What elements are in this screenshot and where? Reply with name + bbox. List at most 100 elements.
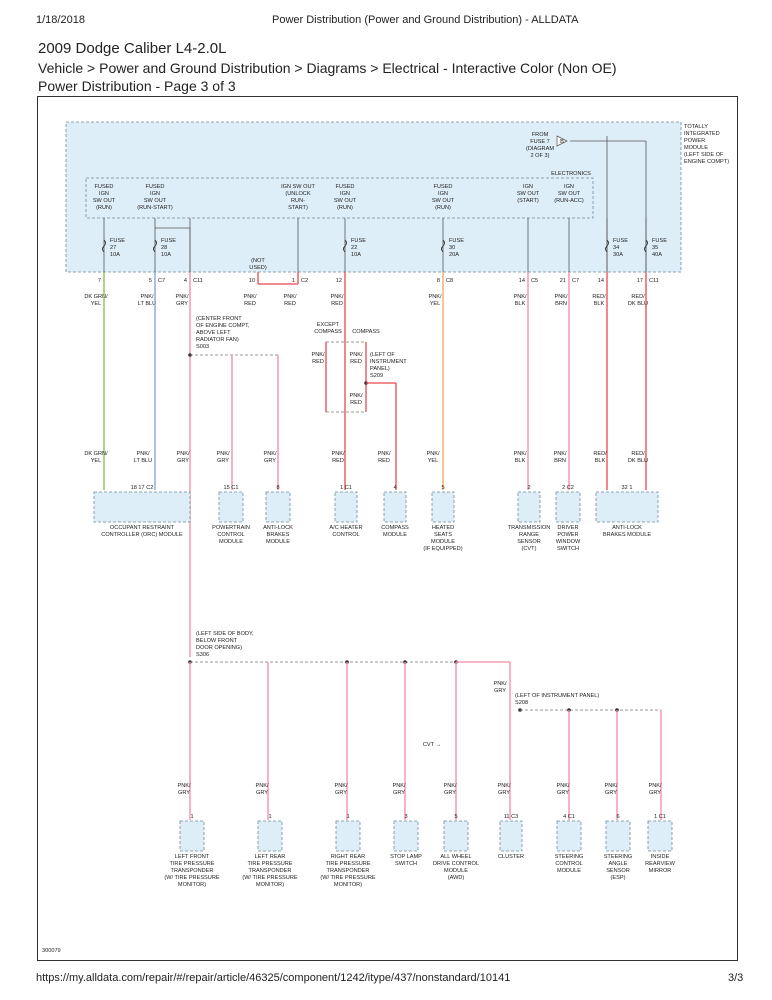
wire-color-label: BLK: [515, 301, 526, 307]
wire-color-label: RED: [284, 301, 296, 307]
wire-color-label: DK BLU: [628, 301, 648, 307]
module-name-label: SWITCH: [557, 546, 579, 552]
wire-color-label: GRY: [494, 688, 506, 694]
fuse-label: 30: [449, 245, 455, 251]
internal-label: FUSED: [336, 184, 355, 190]
module-name-label: MONITOR): [334, 882, 362, 888]
module-box-0: [93, 491, 191, 523]
wire-color-label: PNK/: [311, 352, 325, 358]
module-box-5: [431, 491, 455, 523]
module-box-6: [517, 491, 541, 523]
internal-label: FUSED: [434, 184, 453, 190]
wire-color-label: PNK/: [176, 451, 190, 457]
internal-label: (RUN): [337, 205, 353, 211]
module-name-label: (W/ TIRE PRESSURE: [164, 875, 219, 881]
module-box-r2-5: [499, 820, 523, 852]
pin-number: 14: [598, 278, 604, 284]
wire-color-label: PNK/: [255, 783, 269, 789]
pin-number: 7: [98, 278, 101, 284]
internal-label: SW OUT: [144, 198, 167, 204]
wire-color-label: PNK/: [349, 352, 363, 358]
fuse-icon: [102, 239, 106, 253]
header-title: Power Distribution (Power and Ground Dis…: [272, 14, 579, 26]
fuse-label: FUSE: [351, 238, 366, 244]
module-name-label: (ESP): [611, 875, 626, 881]
wire-color-label: GRY: [256, 790, 268, 796]
splice-s003-label: OF ENGINE COMPT,: [196, 323, 250, 329]
module-name-label: WINDOW: [556, 539, 581, 545]
module-name-label: (W/ TIRE PRESSURE: [320, 875, 375, 881]
connector-label: C11: [649, 278, 659, 284]
not-used-label: (NOT: [251, 258, 265, 264]
footer-url[interactable]: https://my.alldata.com/repair/#/repair/a…: [36, 972, 511, 984]
wire-color-label: PNK/: [283, 294, 297, 300]
wire-color-label: GRY: [335, 790, 347, 796]
electronics-box: [85, 177, 594, 219]
module-name-label: SENSOR: [517, 539, 541, 545]
fuse-label: FUSE: [161, 238, 176, 244]
fuse-icon: [441, 239, 445, 253]
vehicle-title: 2009 Dodge Caliber L4-2.0L: [38, 40, 227, 57]
module-name-label: TRANSMISSION: [508, 525, 551, 531]
except-compass-label: EXCEPT: [317, 322, 340, 328]
module-name-label: RIGHT REAR: [331, 854, 365, 860]
module-pin-label: 11 C3: [504, 814, 519, 820]
module-box-r2-2: [335, 820, 361, 852]
wire-color-label: PNK/: [334, 783, 348, 789]
wire-color-label: PNK/: [497, 783, 511, 789]
wire-color-label: GRY: [498, 790, 510, 796]
wire-color-label: RED: [244, 301, 256, 307]
connector-label: C7: [572, 278, 579, 284]
wire-color-label: PNK/: [243, 294, 257, 300]
wire-color-label: PNK/: [216, 451, 230, 457]
splice-s003-label: S003: [196, 344, 209, 350]
module-name-label: POWERTRAIN: [212, 525, 250, 531]
wire-color-label: YEL: [430, 301, 441, 307]
wire-color-label: YEL: [428, 458, 439, 464]
connector-label: C2: [301, 278, 308, 284]
module-name-label: CONTROLLER (ORC) MODULE: [101, 532, 183, 538]
module-name-label: (AWD): [448, 875, 465, 881]
module-name-label: LEFT FRONT: [175, 854, 210, 860]
wire-color-label: PNK/: [392, 783, 406, 789]
wire-color-label: DK GRN/: [84, 451, 108, 457]
module-name-label: MODULE: [383, 532, 407, 538]
wire-color-label: PNK/: [140, 294, 154, 300]
module-name-label: TIRE PRESSURE: [325, 861, 370, 867]
fuse-label: 35: [652, 245, 658, 251]
module-pin-label: 3: [404, 814, 407, 820]
fuse-icon: [605, 239, 609, 253]
connector-label: C7: [158, 278, 165, 284]
pin-number: 17: [637, 278, 643, 284]
internal-label: IGN: [99, 191, 109, 197]
wire-color-label: BLK: [595, 458, 606, 464]
module-name-label: (CVT): [522, 546, 537, 552]
pin-number: 1: [292, 278, 295, 284]
tipm-label: POWER: [684, 138, 705, 144]
wire-color-label: GRY: [177, 458, 189, 464]
module-name-label: TRANSPONDER: [249, 868, 292, 874]
wire-color-label: PNK/: [428, 294, 442, 300]
fuse-icon: [153, 239, 157, 253]
breadcrumb[interactable]: Vehicle > Power and Ground Distribution …: [38, 60, 617, 76]
connector-label: C5: [531, 278, 538, 284]
module-pin-label: 1: [268, 814, 271, 820]
fuse-label: 10A: [351, 252, 361, 258]
wire-color-label: BLK: [594, 301, 605, 307]
module-name-label: ANTI-LOCK: [263, 525, 293, 531]
module-name-label: MONITOR): [178, 882, 206, 888]
internal-label: SW OUT: [334, 198, 357, 204]
wire-color-label: YEL: [91, 458, 102, 464]
internal-label: RUN-: [291, 198, 305, 204]
module-box-r2-6: [556, 820, 582, 852]
module-pin-label: 6: [616, 814, 619, 820]
fuse-icon: [644, 239, 648, 253]
splice-s306-label: BELOW FRONT: [196, 638, 238, 644]
module-box-r2-3: [393, 820, 419, 852]
wire-color-label: RED: [331, 301, 343, 307]
fuse-label: FUSE: [449, 238, 464, 244]
module-name-label: MODULE: [431, 539, 455, 545]
wire-color-label: PNK/: [554, 294, 568, 300]
pin-number: 5: [149, 278, 152, 284]
module-name-label: TIRE PRESSURE: [169, 861, 214, 867]
